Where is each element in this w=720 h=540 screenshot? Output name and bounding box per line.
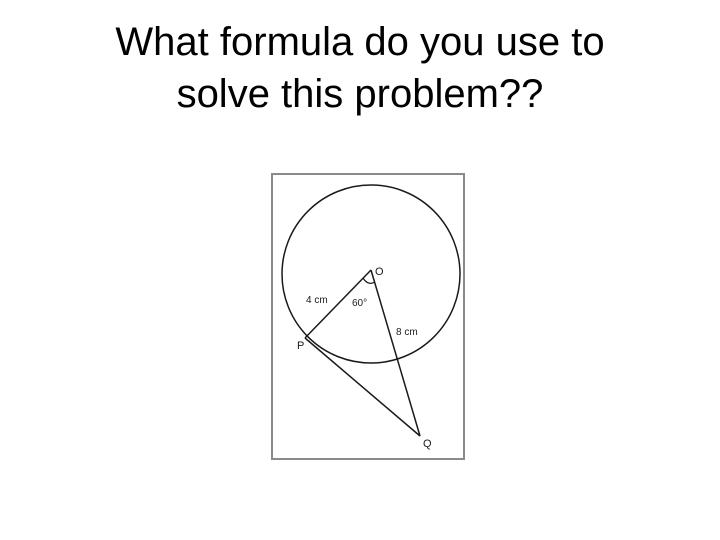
geometry-figure-frame bbox=[271, 173, 465, 460]
point-label-q: Q bbox=[423, 438, 432, 450]
title-line-1: What formula do you use to bbox=[115, 20, 605, 64]
segment-oq bbox=[370, 269, 421, 437]
slide-title: What formula do you use to solve this pr… bbox=[0, 16, 720, 120]
label-radius-op: 4 cm bbox=[306, 295, 328, 306]
circle bbox=[281, 184, 461, 364]
angle-arc-o bbox=[362, 277, 376, 284]
segment-pq bbox=[304, 337, 421, 437]
label-length-oq: 8 cm bbox=[396, 327, 418, 338]
label-angle-60: 60° bbox=[352, 298, 367, 309]
point-label-p: P bbox=[297, 340, 304, 352]
title-line-2: solve this problem?? bbox=[176, 72, 544, 116]
point-label-o: O bbox=[375, 266, 384, 278]
segment-op bbox=[304, 269, 372, 339]
